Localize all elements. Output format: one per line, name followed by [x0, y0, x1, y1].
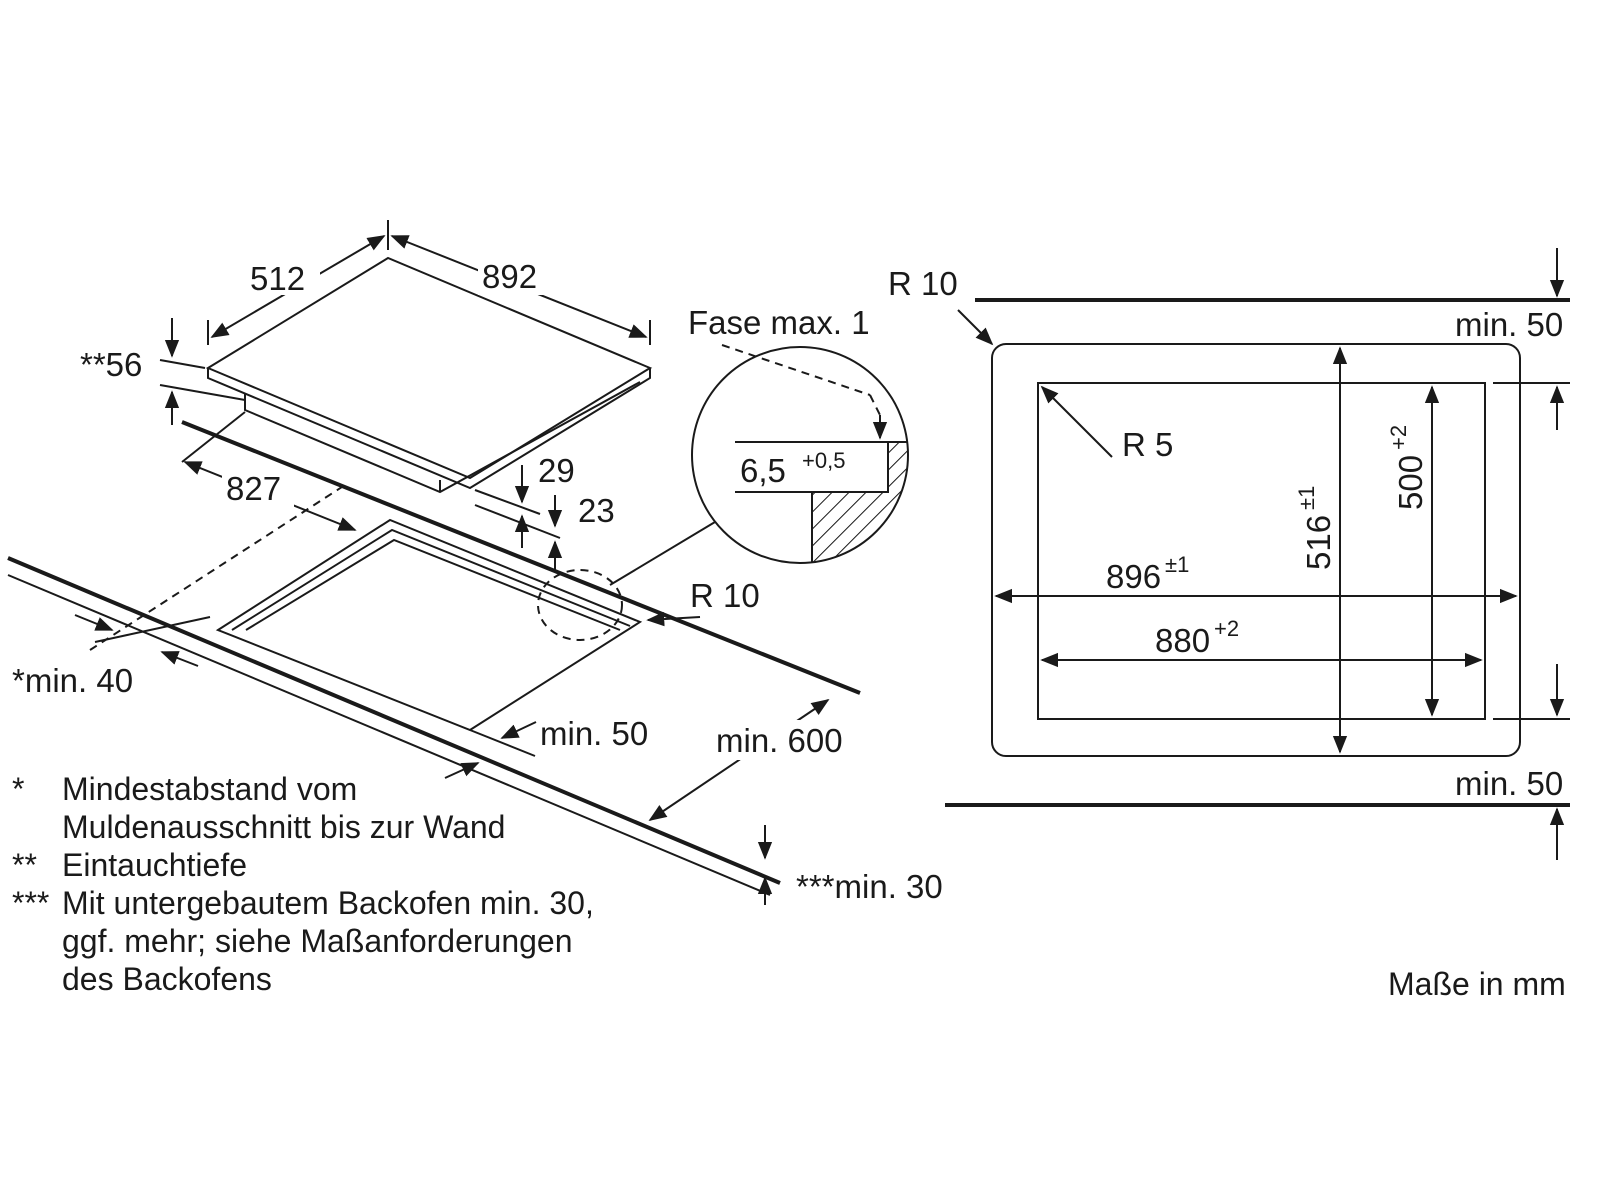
label-min40: *min. 40: [12, 662, 133, 699]
note-1-line-1: Mindestabstand vom: [62, 771, 357, 807]
label-detail-dim: 6,5: [740, 452, 786, 489]
note-3-line-3: des Backofens: [62, 961, 272, 997]
hob-base: [244, 381, 641, 494]
label-min600: min. 600: [716, 722, 843, 759]
footnotes: * Mindestabstand vom Muldenausschnitt bi…: [12, 771, 594, 997]
worktop-cutout: [215, 518, 643, 732]
label-min50-iso: min. 50: [540, 715, 648, 752]
label-880-tol: +2: [1214, 616, 1239, 641]
label-827: 827: [226, 470, 281, 507]
label-880: 880: [1155, 622, 1210, 659]
label-fase: Fase max. 1: [688, 304, 870, 341]
detail-marker: [537, 569, 623, 641]
note-1-line-2: Muldenausschnitt bis zur Wand: [62, 809, 505, 845]
label-r5: R 5: [1122, 426, 1173, 463]
note-3-line-1: Mit untergebautem Backofen min. 30,: [62, 885, 594, 921]
label-detail-tol: +0,5: [802, 448, 845, 473]
label-500: 500: [1392, 455, 1429, 510]
note-1-mark: *: [12, 771, 24, 807]
edge-detail: Fase max. 1 6,5 +0,5: [688, 304, 909, 564]
label-56: **56: [80, 346, 142, 383]
note-2-mark: **: [12, 847, 37, 883]
label-896: 896: [1106, 558, 1161, 595]
label-29: 29: [538, 452, 575, 489]
note-3-line-2: ggf. mehr; siehe Maßanforderungen: [62, 923, 573, 959]
label-516-tol: ±1: [1294, 486, 1319, 510]
hob-isometric: 512 892 **56 827 29 23 R 10: [7, 220, 943, 905]
note-3-mark: ***: [12, 885, 49, 921]
cutout-plan: R 10 R 5 min. 50 min. 50 896 ±1 880 +2 5…: [888, 248, 1570, 860]
label-892: 892: [482, 258, 537, 295]
label-896-tol: ±1: [1165, 552, 1189, 577]
label-512: 512: [250, 260, 305, 297]
units-label: Maße in mm: [1388, 966, 1566, 1002]
hob-top-thickness: [207, 368, 651, 490]
label-min30: ***min. 30: [796, 868, 943, 905]
label-500-tol: +2: [1386, 425, 1411, 450]
hob-outline: [991, 343, 1521, 757]
label-23: 23: [578, 492, 615, 529]
label-min50-top: min. 50: [1455, 306, 1563, 343]
label-r10-plan: R 10: [888, 265, 958, 302]
label-r10-iso: R 10: [690, 577, 760, 614]
note-2-line-1: Eintauchtiefe: [62, 847, 247, 883]
cutout-outline: [1037, 382, 1486, 720]
label-516: 516: [1300, 515, 1337, 570]
worktop-front-edge: [7, 556, 781, 885]
label-min50-bottom: min. 50: [1455, 765, 1563, 802]
